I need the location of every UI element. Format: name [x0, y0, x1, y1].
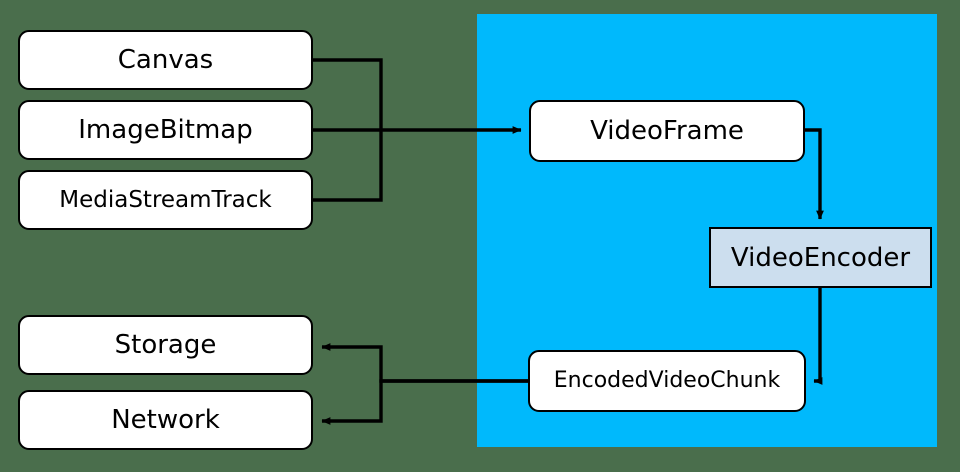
node-video-frame[interactable]: VideoFrame [529, 100, 805, 162]
node-image-bitmap-label: ImageBitmap [78, 115, 253, 145]
node-network-label: Network [111, 405, 220, 435]
edge-canvas-to-videoframe [313, 58, 383, 130]
node-video-encoder-label: VideoEncoder [730, 242, 911, 273]
node-canvas-label: Canvas [117, 45, 214, 75]
node-video-frame-label: VideoFrame [590, 116, 744, 146]
node-video-encoder[interactable]: VideoEncoder [709, 227, 932, 288]
node-canvas[interactable]: Canvas [18, 30, 313, 90]
node-media-stream-track[interactable]: MediaStreamTrack [18, 170, 313, 230]
node-encoded-video-chunk-label: EncodedVideoChunk [553, 368, 781, 393]
node-storage[interactable]: Storage [18, 315, 313, 375]
node-network[interactable]: Network [18, 390, 313, 450]
node-image-bitmap[interactable]: ImageBitmap [18, 100, 313, 160]
node-encoded-video-chunk[interactable]: EncodedVideoChunk [528, 350, 806, 412]
node-storage-label: Storage [114, 330, 217, 360]
edge-mediastreamtrack-to-videoframe [313, 130, 383, 202]
node-media-stream-track-label: MediaStreamTrack [59, 186, 272, 213]
